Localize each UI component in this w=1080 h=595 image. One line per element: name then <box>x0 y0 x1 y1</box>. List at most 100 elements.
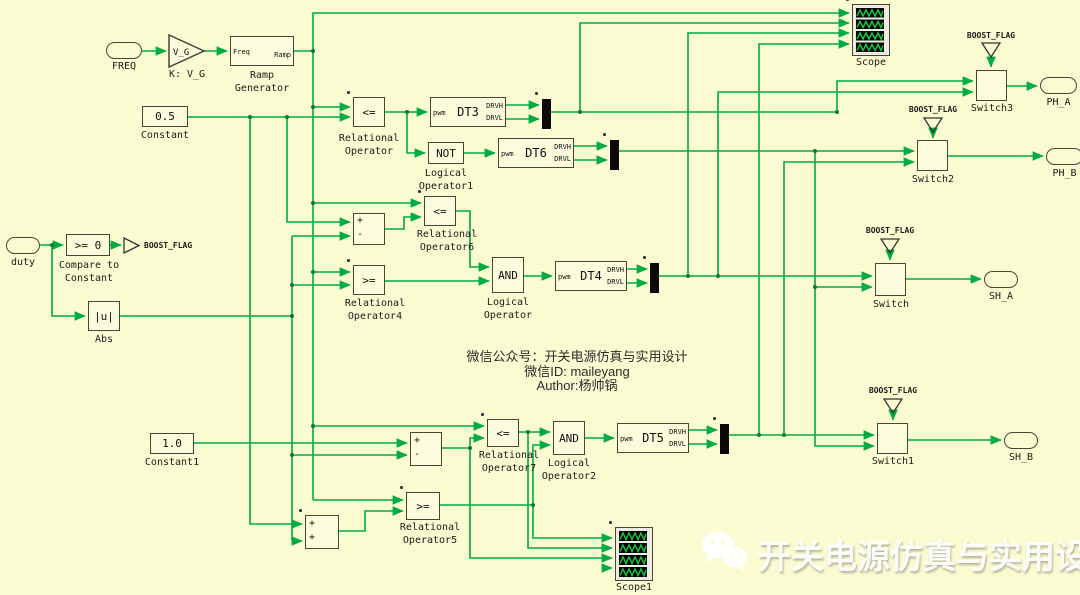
ramp-inport-label: Freq <box>233 48 250 56</box>
mux-dt3[interactable] <box>535 92 551 129</box>
dt5-out1-label: DRVH <box>669 428 686 436</box>
outport-ph-a-label: PH_A <box>1046 97 1071 108</box>
switch-block[interactable] <box>875 263 906 296</box>
constant-block[interactable]: 0.5 <box>142 106 188 127</box>
dt5-in-label: pwm <box>620 435 633 443</box>
dt3-out2-label: DRVL <box>486 114 503 122</box>
dt6-out2-label: DRVL <box>554 155 571 163</box>
ramp-outport-label: Ramp <box>274 51 291 59</box>
from-tag-boost-flag-sw1[interactable]: BOOST_FLAG <box>868 386 918 395</box>
sum1-sign-bottom: - <box>357 229 364 240</box>
switch1-block[interactable] <box>877 423 908 454</box>
ramp-caption-1: Ramp <box>249 70 275 81</box>
from-tag-boost-flag-sw3[interactable]: BOOST_FLAG <box>966 31 1016 40</box>
sum3-sign-bottom: + <box>309 532 316 543</box>
sum3-block[interactable]: + + <box>299 509 339 549</box>
from-tag-boost-flag-sw[interactable]: BOOST_FLAG <box>865 226 915 235</box>
dt3-block[interactable]: pwm DT3 DRVH DRVL <box>430 97 506 127</box>
dt4-out1-label: DRVH <box>607 266 624 274</box>
wechat-logo-icon <box>702 531 747 572</box>
compare-caption-2: Constant <box>64 273 114 284</box>
dt4-in-label: pwm <box>558 273 571 281</box>
abs-block[interactable]: |u| <box>88 301 120 331</box>
sum2-block[interactable]: + - <box>410 432 442 466</box>
from-triangle-icon-sw3[interactable] <box>981 42 1001 59</box>
mux-dt5[interactable] <box>713 417 729 454</box>
relop6-symbol: <= <box>433 204 447 218</box>
sum1-sign-top: + <box>357 215 364 226</box>
relop6-caption-2: Operator6 <box>419 242 475 253</box>
compare-caption-1: Compare to <box>58 260 120 271</box>
and-caption-2: Operator <box>483 310 533 321</box>
from-triangle-icon-sw[interactable] <box>880 238 900 255</box>
dt4-label: DT4 <box>580 269 602 283</box>
goto-tag-boost-flag[interactable]: BOOST_FLAG <box>144 241 193 250</box>
relational-operator6-block[interactable]: <= <box>418 190 456 226</box>
dt3-label: DT3 <box>457 105 479 119</box>
scope1-block[interactable] <box>609 521 653 581</box>
relational-operator5-block[interactable]: >= <box>400 486 440 520</box>
outport-sh-a[interactable] <box>984 271 1018 288</box>
outport-ph-a[interactable] <box>1040 77 1077 94</box>
dt4-block[interactable]: pwm DT4 DRVH DRVL <box>555 261 627 291</box>
mux-dt4[interactable] <box>643 256 659 293</box>
ramp-caption-2: Generator <box>234 83 290 94</box>
dt5-out2-label: DRVL <box>669 440 686 448</box>
sum3-sign-top: + <box>309 518 316 529</box>
from-triangle-icon-sw2[interactable] <box>923 117 943 134</box>
switch1-caption: Switch1 <box>871 456 915 467</box>
inport-freq[interactable] <box>106 42 142 59</box>
relop7-caption-2: Operator7 <box>481 463 537 474</box>
compare-to-constant-block[interactable]: >= 0 <box>66 234 110 256</box>
relational-operator-block[interactable]: <= <box>347 91 385 127</box>
constant1-caption: Constant1 <box>144 457 200 468</box>
logical-operator2-block[interactable]: AND <box>553 421 585 455</box>
logical-operator-block[interactable]: AND <box>492 257 524 293</box>
constant1-block[interactable]: 1.0 <box>150 433 194 454</box>
switch2-block[interactable] <box>917 140 948 171</box>
relop-caption-1: Relational <box>338 133 400 144</box>
gain-caption: K: V_G <box>168 69 206 80</box>
constant-caption: Constant <box>140 130 190 141</box>
gain-block[interactable]: V_G <box>168 34 206 68</box>
dt5-block[interactable]: pwm DT5 DRVH DRVL <box>617 423 689 453</box>
switch2-caption: Switch2 <box>911 174 955 185</box>
mux-dt6[interactable] <box>603 133 619 170</box>
inport-freq-label: FREQ <box>111 61 137 72</box>
from-tag-boost-flag-sw2[interactable]: BOOST_FLAG <box>908 105 958 114</box>
relop-caption-2: Operator <box>344 146 394 157</box>
constant1-value: 1.0 <box>162 437 182 450</box>
goto-triangle-icon[interactable] <box>123 237 141 254</box>
ramp-generator-block[interactable]: Freq Ramp <box>230 36 294 66</box>
dt3-out1-label: DRVH <box>486 102 503 110</box>
dt6-in-label: pwm <box>501 150 514 158</box>
relop7-caption-1: Relational <box>478 450 540 461</box>
scope1-caption: Scope1 <box>615 582 653 593</box>
watermark-line3: Author:杨帅锅 <box>536 378 618 393</box>
and2-symbol: AND <box>559 431 579 445</box>
switch3-block[interactable] <box>976 70 1007 101</box>
and-symbol: AND <box>498 268 518 282</box>
watermark-line1: 微信公众号：开关电源仿真与实用设计 <box>466 349 688 364</box>
outport-ph-b[interactable] <box>1046 148 1080 165</box>
relop5-caption-1: Relational <box>399 522 461 533</box>
outport-sh-b[interactable] <box>1004 432 1038 449</box>
inport-duty[interactable] <box>6 237 40 254</box>
relational-operator7-block[interactable]: <= <box>481 413 519 447</box>
scope-block[interactable] <box>846 0 890 56</box>
relational-operator4-block[interactable]: >= <box>347 259 385 295</box>
constant-value: 0.5 <box>155 110 175 123</box>
relop4-caption-1: Relational <box>344 298 406 309</box>
from-triangle-icon-sw1[interactable] <box>883 398 903 415</box>
relop7-symbol: <= <box>496 426 510 440</box>
sum1-block[interactable]: + - <box>353 213 385 245</box>
scope-screen-icon <box>856 8 884 52</box>
outport-sh-b-label: SH_B <box>1008 452 1034 463</box>
dt6-block[interactable]: pwm DT6 DRVH DRVL <box>498 138 574 168</box>
sum2-sign-bottom: - <box>414 449 421 460</box>
dt4-out2-label: DRVL <box>607 278 624 286</box>
logical-operator1-block[interactable]: NOT <box>428 142 464 164</box>
abs-symbol: |u| <box>94 309 114 323</box>
dt5-label: DT5 <box>642 431 664 445</box>
